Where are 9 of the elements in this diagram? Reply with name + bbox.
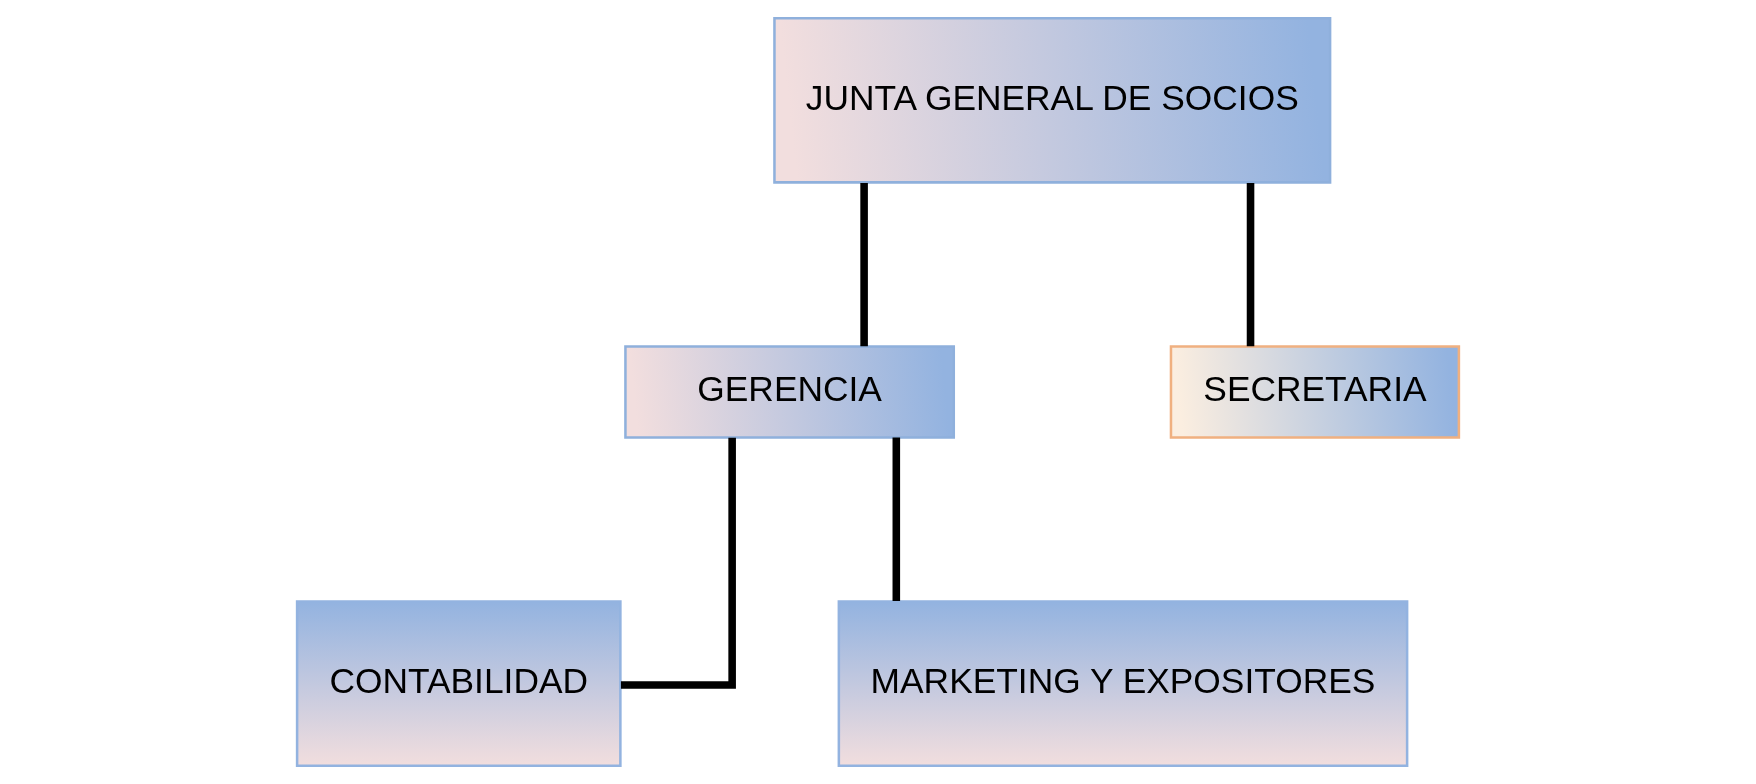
connector <box>892 437 901 601</box>
node-box: CONTABILIDAD <box>295 600 622 768</box>
node-box: GERENCIA <box>624 345 956 439</box>
connector <box>860 183 868 347</box>
node-box: JUNTA GENERAL DE SOCIOS <box>773 16 1332 184</box>
node-box: SECRETARIA <box>1169 345 1461 439</box>
connector <box>1246 183 1255 347</box>
connector <box>620 437 736 689</box>
node-box: MARKETING Y EXPOSITORES <box>837 600 1409 768</box>
